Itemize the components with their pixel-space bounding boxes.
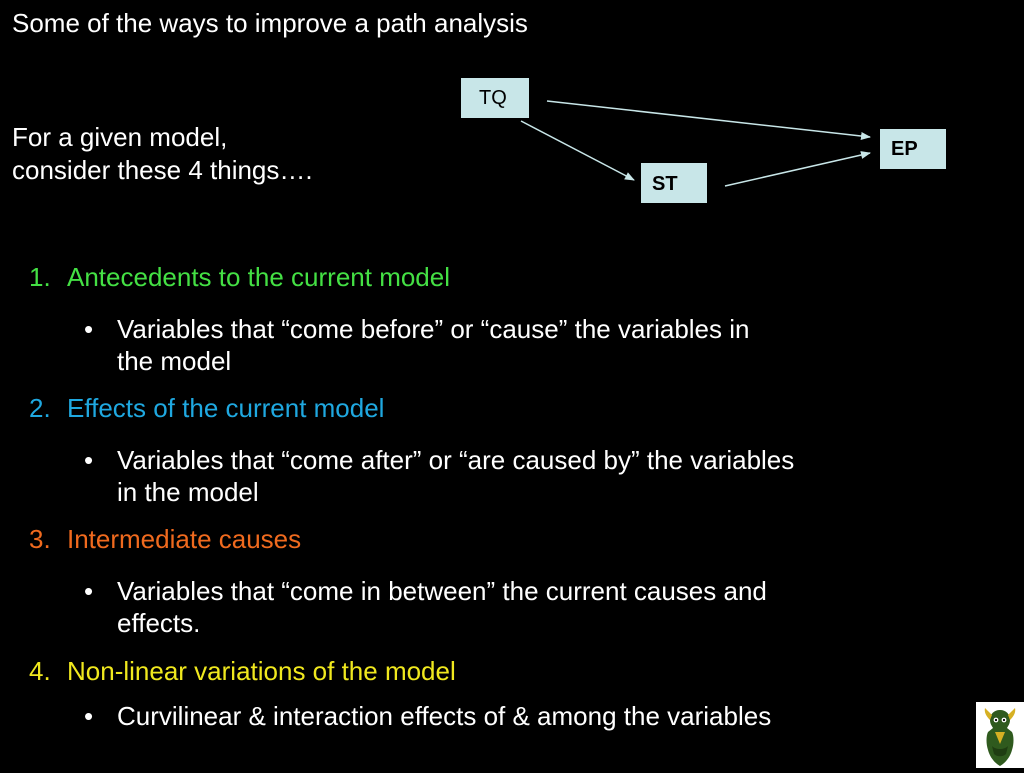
- intro-line-1: For a given model,: [12, 122, 228, 152]
- slide-title: Some of the ways to improve a path analy…: [12, 8, 528, 38]
- intro-text: For a given model, consider these 4 thin…: [12, 121, 313, 187]
- item-3-bullet-text: Variables that “come in between” the cur…: [117, 575, 1009, 639]
- item-2-heading-text: Effects of the current model: [67, 393, 385, 423]
- item-4-bullet-line-1: Curvilinear & interaction effects of & a…: [117, 701, 772, 731]
- item-3-bullet-line-1: Variables that “come in between” the cur…: [117, 576, 767, 606]
- university-logo-icon: [976, 702, 1024, 768]
- item-2-bullet-line-1: Variables that “come after” or “are caus…: [117, 445, 795, 475]
- item-4-number: 4.: [29, 656, 51, 686]
- item-3-heading-text: Intermediate causes: [67, 524, 302, 554]
- item-1-bullet-line-2: the model: [117, 346, 232, 376]
- item-1-bullet-text: Variables that “come before” or “cause” …: [117, 313, 1009, 377]
- item-2-heading: 2. Effects of the current model: [29, 392, 384, 424]
- item-1-bullet-line-1: Variables that “come before” or “cause” …: [117, 314, 750, 344]
- item-4-heading-text: Non-linear variations of the model: [67, 656, 456, 686]
- node-tq: TQ: [461, 78, 529, 118]
- path-diagram: TQ EP ST: [0, 0, 1024, 240]
- bullet-glyph: •: [84, 576, 94, 606]
- item-2-number: 2.: [29, 393, 51, 423]
- arrow-tq-to-st: [520, 120, 635, 181]
- item-3-bullet-line-2: effects.: [117, 608, 201, 638]
- logo-emblem: [984, 708, 1016, 766]
- item-3-heading: 3. Intermediate causes: [29, 523, 301, 555]
- item-4-heading: 4. Non-linear variations of the model: [29, 655, 456, 687]
- bullet-glyph: •: [84, 701, 94, 731]
- item-1-heading: 1. Antecedents to the current model: [29, 261, 450, 293]
- node-st: ST: [641, 163, 707, 203]
- bullet-glyph: •: [84, 445, 94, 475]
- item-2-bullet-text: Variables that “come after” or “are caus…: [117, 444, 1009, 508]
- item-4-bullet-text: Curvilinear & interaction effects of & a…: [117, 700, 1009, 732]
- bullet-glyph: •: [84, 314, 94, 344]
- path-arrows: [520, 100, 871, 187]
- intro-line-2: consider these 4 things….: [12, 155, 313, 185]
- item-3-number: 3.: [29, 524, 51, 554]
- item-1-heading-text: Antecedents to the current model: [67, 262, 451, 292]
- arrow-st-to-ep: [724, 151, 871, 187]
- arrow-tq-to-ep: [546, 100, 871, 140]
- item-2-bullet-line-2: in the model: [117, 477, 259, 507]
- item-1-number: 1.: [29, 262, 51, 292]
- node-ep: EP: [880, 129, 946, 169]
